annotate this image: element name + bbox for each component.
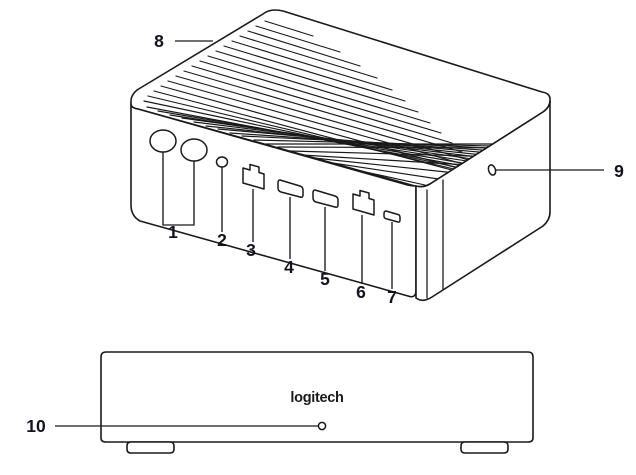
brand-wordmark: logitech bbox=[290, 390, 343, 406]
callout-number-7: 7 bbox=[387, 287, 397, 307]
rj45-ethernet-port-upper bbox=[242, 163, 265, 190]
device-foot-left bbox=[126, 441, 175, 454]
usb-slot-port bbox=[383, 210, 401, 223]
hdmi-port-right bbox=[312, 189, 339, 208]
round-port-a bbox=[149, 129, 177, 153]
round-port-b bbox=[180, 138, 208, 162]
front-panel-body bbox=[100, 351, 534, 443]
small-round-port bbox=[215, 156, 229, 168]
hdmi-port-left bbox=[277, 179, 304, 198]
callout-number-4: 4 bbox=[284, 257, 294, 277]
rj45-ethernet-port-lower bbox=[352, 189, 375, 216]
top-ventilation-grille bbox=[143, 20, 537, 186]
perspective-rear-view: 1 2 3 4 5 6 7 8 9 bbox=[130, 9, 624, 307]
callout-number-1: 1 bbox=[168, 222, 178, 242]
front-elevation-view: logitech 10 bbox=[26, 351, 534, 454]
callout-number-2: 2 bbox=[217, 230, 227, 250]
callout-number-6: 6 bbox=[356, 282, 366, 302]
side-pinhole bbox=[487, 164, 497, 176]
callout-number-9: 9 bbox=[614, 161, 624, 181]
callout-number-10: 10 bbox=[26, 416, 46, 436]
front-status-led bbox=[317, 421, 327, 431]
right-side-face bbox=[415, 100, 551, 302]
callout-number-5: 5 bbox=[320, 269, 330, 289]
callout-number-3: 3 bbox=[246, 240, 256, 260]
device-foot-right bbox=[460, 441, 509, 454]
leader-line-1 bbox=[162, 152, 195, 226]
callout-number-8: 8 bbox=[154, 31, 164, 51]
